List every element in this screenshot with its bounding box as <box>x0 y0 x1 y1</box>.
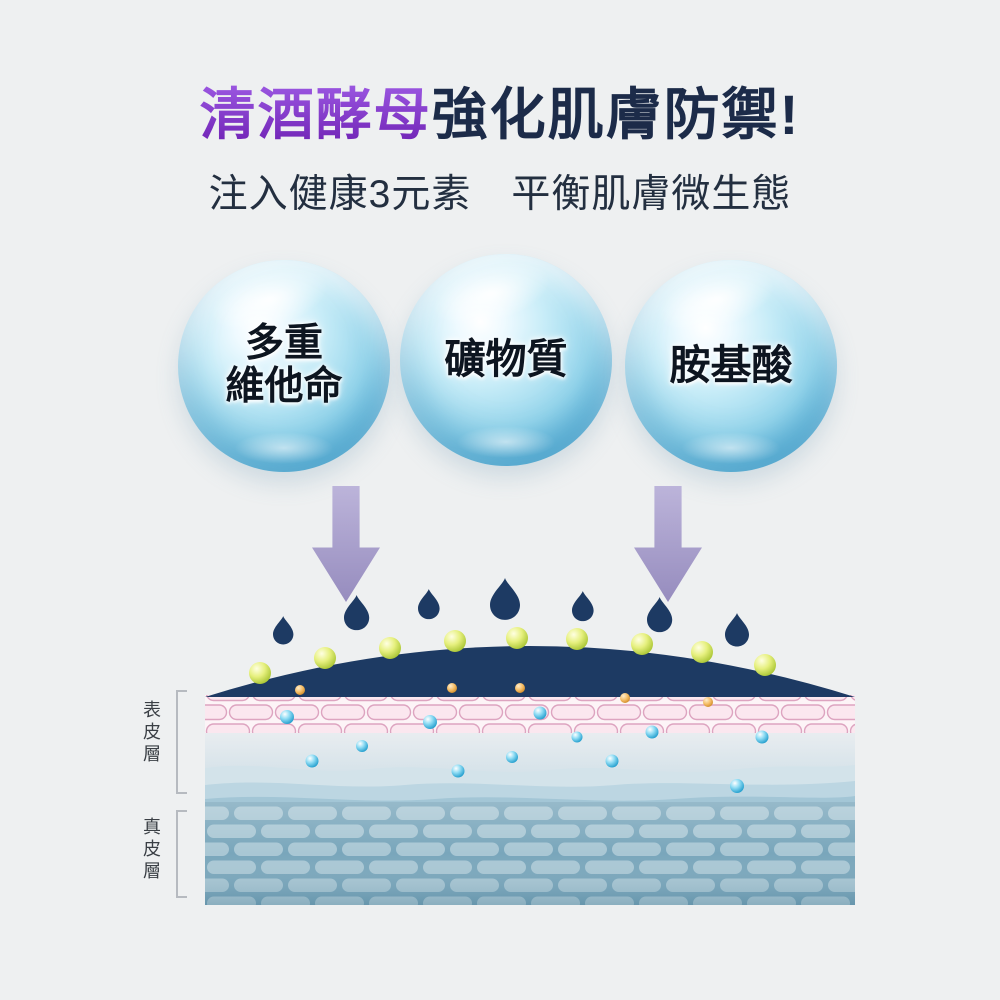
bead-blue-icon <box>730 779 744 793</box>
dermis-bracket <box>176 810 187 898</box>
page-title: 清酒酵母強化肌膚防禦! <box>0 84 1000 146</box>
bead-yellow-icon <box>691 641 713 663</box>
water-drop-icon <box>490 578 520 620</box>
bead-blue-icon <box>755 730 769 744</box>
bubble-amino-acids: 胺基酸 <box>625 260 837 472</box>
bubble-multivitamin: 多重 維他命 <box>178 260 390 472</box>
bead-yellow-icon <box>249 662 271 684</box>
bead-orange-icon <box>620 693 630 703</box>
bead-orange-icon <box>295 685 305 695</box>
water-drop-icon <box>344 595 370 631</box>
bead-blue-icon <box>645 725 659 739</box>
yellow-beads <box>249 627 776 684</box>
water-drop-icon <box>647 597 673 633</box>
bead-yellow-icon <box>444 630 466 652</box>
water-drop-icon <box>572 591 594 622</box>
dermis-shading <box>205 802 855 905</box>
epidermis-bracket <box>176 690 187 794</box>
blue-beads <box>280 706 769 793</box>
bead-blue-icon <box>451 764 465 778</box>
bubble-amino-acids-label: 胺基酸 <box>669 342 793 389</box>
bead-yellow-icon <box>314 647 336 669</box>
epidermis-brick-layer <box>205 695 855 733</box>
bubble-multivitamin-line2: 維他命 <box>225 365 343 408</box>
bead-yellow-icon <box>566 628 588 650</box>
bubble-minerals-label: 礦物質 <box>444 336 568 383</box>
bead-blue-icon <box>506 751 518 763</box>
bead-blue-icon <box>280 710 294 724</box>
skin-surface-dome <box>205 646 855 697</box>
label-epidermis: 表皮層 <box>141 700 161 766</box>
title-rest: 強化肌膚防禦! <box>431 83 801 146</box>
water-drop-icon <box>418 589 440 620</box>
water-drop-icon <box>273 616 294 645</box>
skin-diagram <box>205 578 855 905</box>
orange-beads <box>295 683 713 707</box>
bead-blue-icon <box>305 754 319 768</box>
bubble-multivitamin-line1: 多重 <box>244 322 323 366</box>
bead-yellow-icon <box>379 637 401 659</box>
bubble-minerals: 礦物質 <box>400 254 612 466</box>
bubble-multivitamin-label: 多重 維他命 <box>225 322 343 409</box>
bead-yellow-icon <box>506 627 528 649</box>
bead-orange-icon <box>515 683 525 693</box>
bead-blue-icon <box>605 754 619 768</box>
bead-blue-icon <box>571 731 583 743</box>
bead-yellow-icon <box>631 633 653 655</box>
title-brand: 清酒酵母 <box>199 83 432 146</box>
bead-yellow-icon <box>754 654 776 676</box>
bead-orange-icon <box>447 683 457 693</box>
bead-blue-icon <box>533 706 547 720</box>
bead-blue-icon <box>423 715 437 729</box>
bead-blue-icon <box>356 740 368 752</box>
label-dermis: 真皮層 <box>141 817 161 883</box>
bead-orange-icon <box>703 697 713 707</box>
water-drop-icon <box>725 613 749 647</box>
subtitle: 注入健康3元素 平衡肌膚微生態 <box>208 173 792 216</box>
